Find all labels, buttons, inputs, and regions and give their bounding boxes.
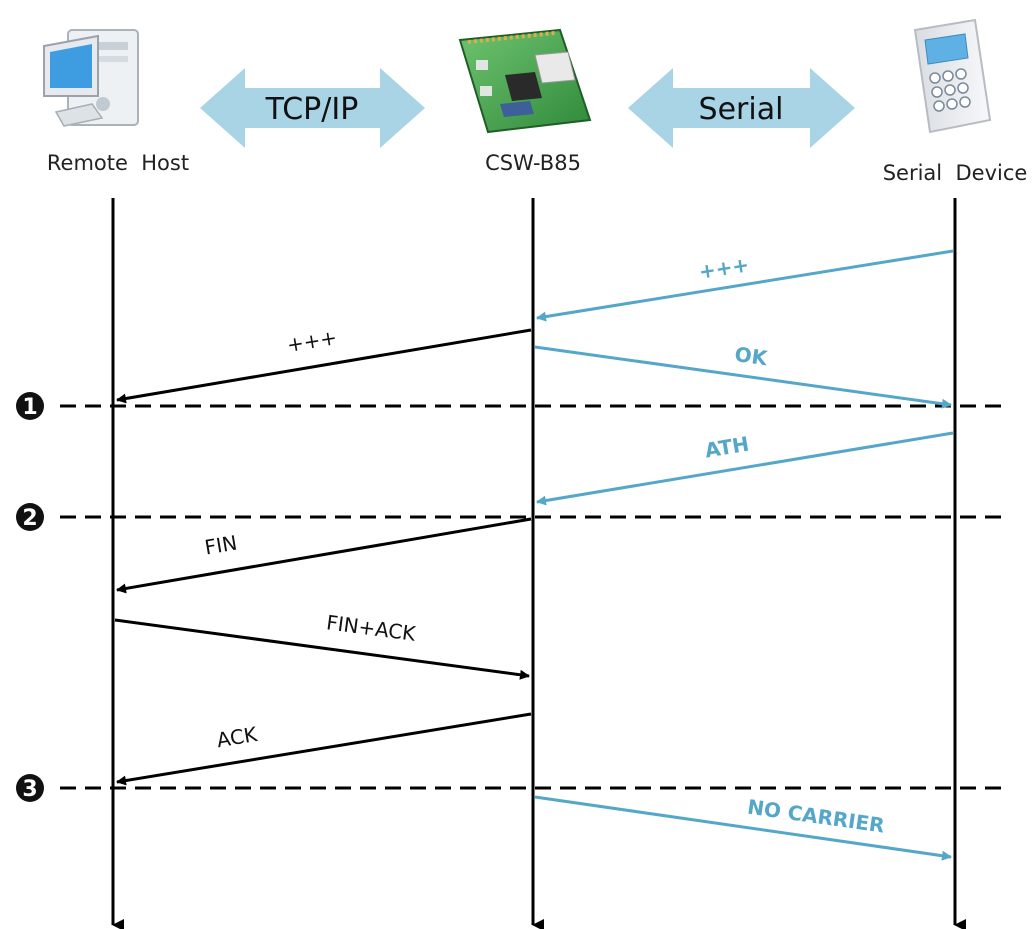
- circuit-board-icon: [458, 28, 592, 134]
- step-2-separator: 2: [16, 503, 1010, 531]
- message-5: FIN: [116, 517, 532, 594]
- step-1-marker: [16, 392, 44, 420]
- keypad-device-icon: [913, 18, 992, 134]
- message-2-label: +++: [285, 325, 339, 357]
- step-2-marker: [16, 503, 44, 531]
- step-2-number: 2: [22, 506, 37, 531]
- step-3-number: 3: [22, 777, 37, 802]
- message-1-label: +++: [697, 252, 750, 284]
- message-8: NO CARRIER: [534, 795, 952, 861]
- message-7: ACK: [116, 712, 532, 786]
- serial-label: Serial: [699, 92, 784, 127]
- serial-device-label: Serial Device: [883, 161, 1028, 185]
- desktop-computer-icon: [43, 29, 139, 127]
- step-3-marker: [16, 774, 44, 802]
- tcp-ip-label: TCP/IP: [265, 92, 359, 127]
- serial-arrow: Serial: [628, 68, 855, 148]
- step-1-number: 1: [22, 395, 37, 420]
- message-5-label: FIN: [203, 531, 239, 560]
- message-3: OK: [534, 342, 952, 409]
- step-3-separator: 3: [16, 774, 1010, 802]
- message-3-label: OK: [733, 342, 770, 370]
- message-6: FIN+ACK: [114, 610, 530, 680]
- step-1-separator: 1: [16, 392, 1010, 420]
- module-label: CSW-B85: [485, 151, 581, 175]
- message-4: ATH: [536, 431, 954, 506]
- tcp-ip-arrow: TCP/IP: [200, 68, 425, 148]
- message-4-label: ATH: [703, 432, 751, 463]
- message-7-label: ACK: [215, 722, 260, 752]
- message-1: +++: [536, 249, 954, 322]
- message-6-label: FIN+ACK: [325, 610, 418, 646]
- remote-host-label: Remote Host: [47, 151, 189, 175]
- message-2: +++: [116, 325, 532, 404]
